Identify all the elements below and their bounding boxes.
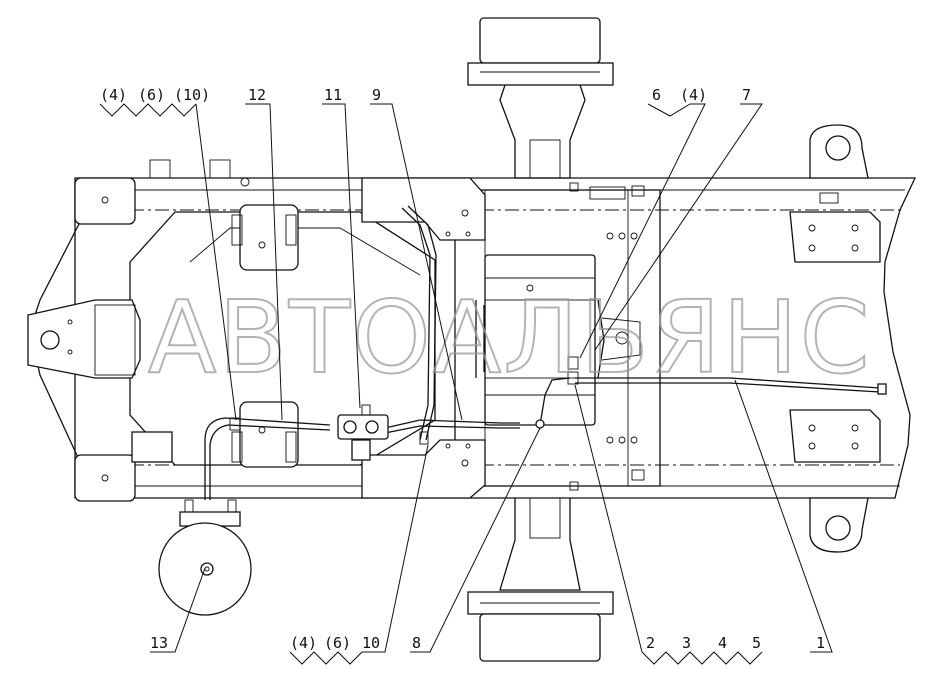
brake-lines — [204, 205, 887, 500]
brake-valve — [229, 356, 579, 461]
callout-12: 12 — [248, 86, 266, 104]
callout-8: 8 — [412, 634, 421, 652]
air-reservoir — [158, 499, 252, 616]
callout-top-left-1: (6) — [138, 86, 165, 104]
callout-5: 5 — [752, 634, 761, 652]
axle-top — [467, 17, 614, 179]
callout-9: 9 — [372, 86, 381, 104]
callout-top-left-2: (10) — [174, 86, 210, 104]
callout-6-ref: (4) — [680, 86, 707, 104]
callout-bottom-left-2: 10 — [362, 634, 380, 652]
articulation-plate — [27, 159, 436, 502]
callout-3: 3 — [682, 634, 691, 652]
callout-labels: (4) (6) (10) 12 11 9 6 (4) 7 13 (4) (6) … — [100, 86, 825, 652]
callout-13: 13 — [150, 634, 168, 652]
callout-11: 11 — [324, 86, 342, 104]
callout-1: 1 — [816, 634, 825, 652]
callout-bottom-left-1: (6) — [324, 634, 351, 652]
callout-top-left-0: (4) — [100, 86, 127, 104]
plate-brackets — [231, 204, 299, 468]
callout-bottom-left-0: (4) — [290, 634, 317, 652]
callout-6: 6 — [652, 86, 661, 104]
leader-lines — [99, 103, 833, 665]
callout-7: 7 — [742, 86, 751, 104]
axle-bottom — [467, 497, 614, 662]
right-mounts — [789, 124, 881, 553]
callout-2: 2 — [646, 634, 655, 652]
callout-4: 4 — [718, 634, 727, 652]
watermark-text: АВТОАЛЬЯНС — [148, 279, 872, 396]
